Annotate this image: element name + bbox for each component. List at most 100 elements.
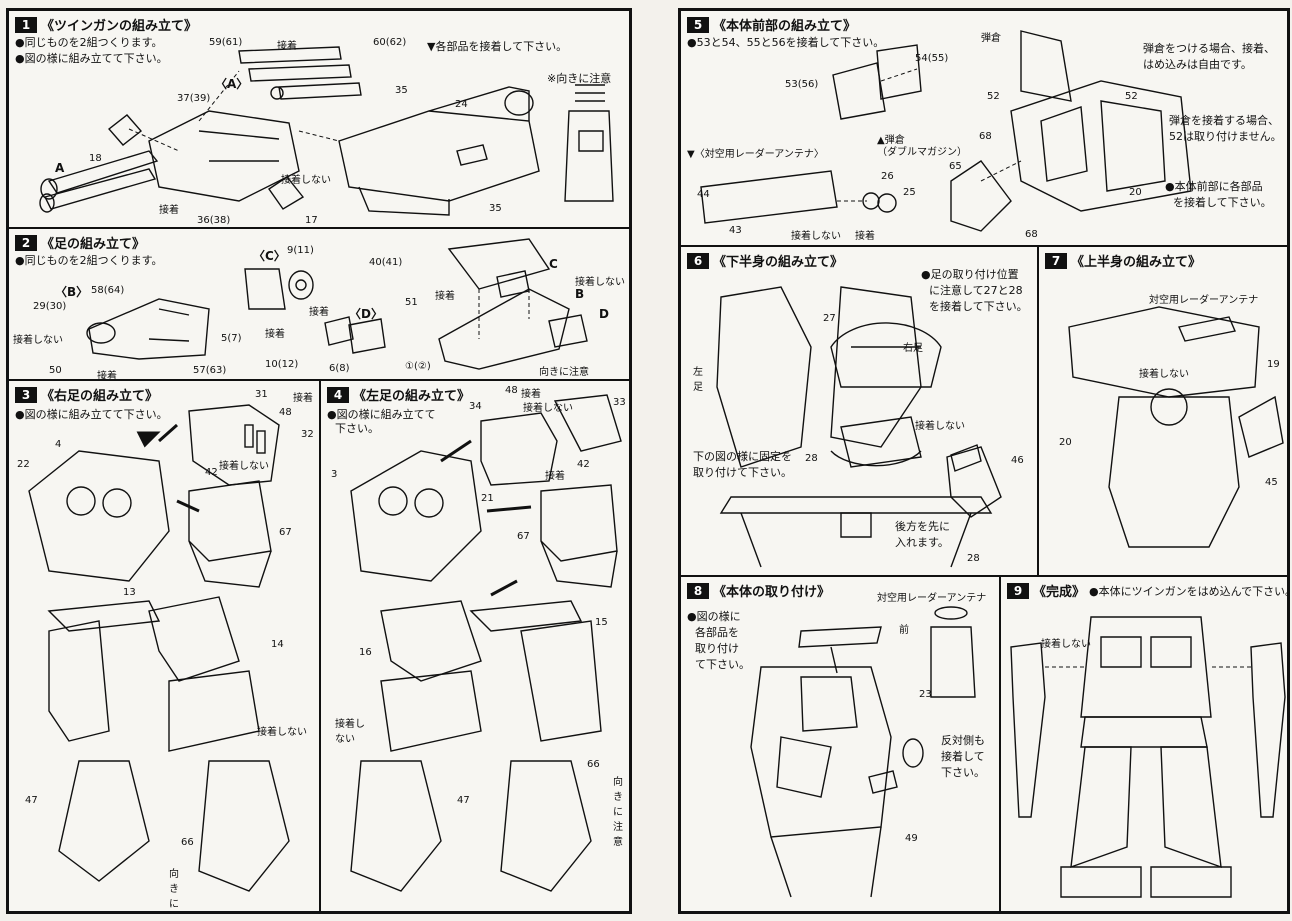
- part-number: 37(39): [177, 93, 211, 104]
- glue-label: 接着: [521, 389, 541, 400]
- magazine-note: はめ込みは自由です。: [1143, 58, 1252, 71]
- step-note: ●本体前部に各部品: [1165, 180, 1263, 193]
- left-leg-label: 左足: [693, 367, 703, 393]
- magazine-sub-label: （ダブルマガジン）: [877, 147, 967, 158]
- right-leg-label: 右足: [903, 343, 923, 354]
- step-note: 下さい。: [941, 766, 985, 779]
- glue-label: 接着: [545, 471, 565, 482]
- orientation-note: 向きに注意: [539, 367, 589, 378]
- glue-label: 接着: [293, 393, 313, 404]
- part-number: 27: [823, 313, 836, 324]
- part-number: 60(62): [373, 37, 407, 48]
- step-number: 9: [1007, 582, 1029, 599]
- part-number: 34: [469, 401, 482, 412]
- part-number: 68: [979, 131, 992, 142]
- subassembly-label: A: [55, 161, 65, 175]
- part-number: 45: [1265, 477, 1278, 488]
- step-7-upper-body-panel: 7《上半身の組み立て》 対空用レーダーアンテナ 19 接着しない 20 45: [1037, 245, 1287, 575]
- step-note: を接着して下さい。: [1173, 196, 1272, 209]
- part-number: 20: [1059, 437, 1072, 448]
- step-2-leg-panel: 2《足の組み立て》 ●同じものを2組つくります。 〈B〉 29(30) 58(6…: [9, 227, 629, 379]
- step-note: て下さい。: [695, 658, 750, 671]
- part-number: 47: [457, 795, 470, 806]
- part-number: 51: [405, 297, 418, 308]
- part-number: 68: [1025, 229, 1038, 240]
- step-number: 5: [687, 16, 709, 33]
- step-note: 接着して: [941, 750, 985, 763]
- orientation-note: 向きに注意: [169, 869, 179, 910]
- part-number: 40(41): [369, 257, 403, 268]
- part-number: 20: [1129, 187, 1142, 198]
- part-number: 28: [805, 453, 818, 464]
- part-number: 19: [1267, 359, 1280, 370]
- no-glue-label: 接着しない: [281, 175, 331, 186]
- part-number: 65: [949, 161, 962, 172]
- step-note: 反対側も: [941, 734, 985, 747]
- step-note: ●本体にツインガンをはめ込んで下さい。: [1089, 584, 1287, 598]
- twin-gun-illustration: [39, 46, 614, 216]
- glue-label: 接着: [309, 307, 329, 318]
- leg-parts-illustration: [86, 238, 588, 370]
- part-number: 47: [25, 795, 38, 806]
- step-5-heading: 5 《本体前部の組み立て》: [687, 15, 856, 34]
- step-title: 《完成》: [1033, 585, 1086, 600]
- glue-label: 接着: [277, 41, 297, 52]
- left-leg-illustration: [350, 394, 622, 892]
- step-4-left-leg-panel: 4《左足の組み立て》 ●図の様に組み立てて 下さい。 34 48 接着 接着しな…: [319, 379, 629, 911]
- part-number: 24: [455, 99, 468, 110]
- subassembly-label: D: [599, 307, 609, 321]
- glue-label: 接着: [97, 371, 117, 379]
- part-number: 57(63): [193, 365, 227, 376]
- part-number: 3: [331, 469, 338, 480]
- glue-instruction: ▼各部品を接着して下さい。: [427, 40, 568, 53]
- step-3-right-leg-panel: 3《右足の組み立て》 ●図の様に組み立てて下さい。 4 22 31 接着 48 …: [9, 379, 319, 911]
- part-number: 46: [1011, 455, 1024, 466]
- step-note: に注意して27と28: [929, 284, 1023, 297]
- step-6-heading: 6《下半身の組み立て》: [687, 251, 843, 270]
- step-note: ●図の様に組み立てて下さい。: [15, 52, 168, 65]
- step-note: 下さい。: [335, 422, 379, 435]
- completed-model-illustration: [1010, 616, 1286, 898]
- part-number: 48: [279, 407, 292, 418]
- magazine-note: 弾倉を接着する場合、: [1169, 114, 1279, 127]
- orientation-note: ※向きに注意: [547, 72, 612, 85]
- part-number: 13: [123, 587, 136, 598]
- part-number: 67: [279, 527, 292, 538]
- part-number: 32: [301, 429, 314, 440]
- part-number: 66: [181, 837, 194, 848]
- part-number: 17: [305, 215, 318, 226]
- part-number: 52: [1125, 91, 1138, 102]
- part-number: 42: [577, 459, 590, 470]
- step-title: 《ツインガンの組み立て》: [41, 19, 198, 34]
- part-number: 59(61): [209, 37, 243, 48]
- part-number: 42: [205, 467, 218, 478]
- step-title: 《上半身の組み立て》: [1071, 255, 1202, 270]
- step-1-twin-gun-panel: 1《ツインガンの組み立て》 ●同じものを2組つくります。 ●図の様に組み立てて下…: [9, 11, 629, 227]
- part-number: 44: [697, 189, 710, 200]
- step-number: 4: [327, 386, 349, 403]
- step-title: 《足の組み立て》: [41, 237, 146, 252]
- subassembly-label: B: [575, 287, 585, 301]
- front-label: 前: [899, 625, 909, 636]
- step-title: 《本体の取り付け》: [713, 585, 831, 600]
- magazine-note: 52は取り付けません。: [1169, 130, 1282, 143]
- glue-label: 接着: [435, 291, 455, 302]
- upper-body-illustration: [1068, 306, 1284, 548]
- part-number: 18: [89, 153, 102, 164]
- magazine-label: 弾倉: [981, 33, 1001, 44]
- step-title: 《本体前部の組み立て》: [713, 19, 857, 34]
- no-glue-label: 接着しない: [915, 421, 965, 432]
- no-glue-label: 接着しない: [523, 403, 573, 414]
- step-note: ●53と54、55と56を接着して下さい。: [687, 36, 885, 49]
- glue-label: 接着: [265, 329, 285, 340]
- antenna-label: 対空用レーダーアンテナ: [877, 593, 987, 604]
- part-number: 29(30): [33, 301, 67, 312]
- part-number: 43: [729, 225, 742, 236]
- no-glue-label: 接着しない: [219, 461, 269, 472]
- subassembly-label: 〈A〉: [215, 77, 249, 91]
- step-8-body-mounting-panel: 8《本体の取り付け》 ●図の様に 各部品を 取り付け て下さい。 対空用レーダー…: [681, 575, 999, 911]
- part-number: 33: [613, 397, 626, 408]
- part-number: 54(55): [915, 53, 949, 64]
- part-number: 48: [505, 385, 518, 396]
- right-leg-illustration: [28, 404, 290, 892]
